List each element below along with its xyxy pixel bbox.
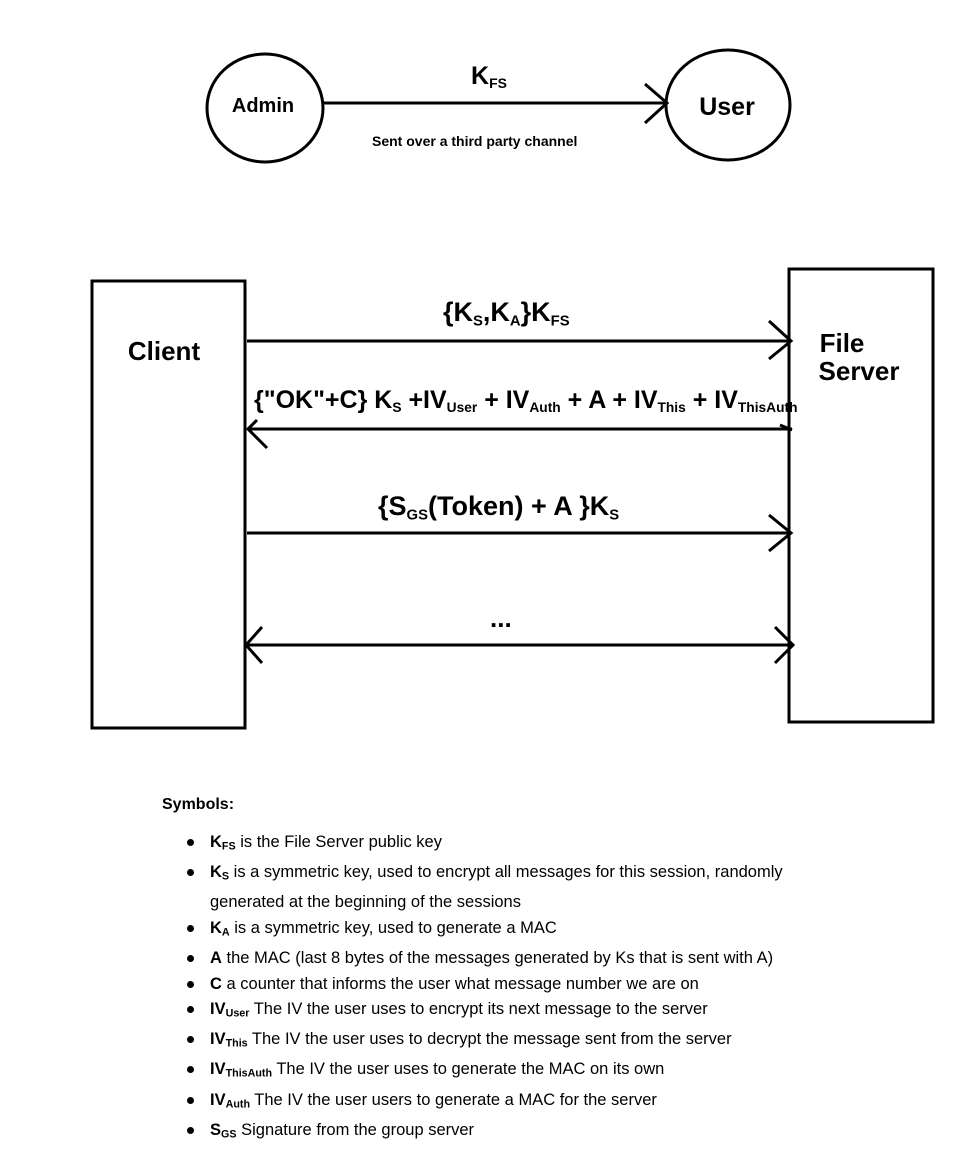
symbol-item-sgs: SGS Signature from the group server — [185, 1118, 830, 1148]
msg3-arrowhead — [768, 513, 794, 553]
symbol-item-a: A the MAC (last 8 bytes of the messages … — [185, 946, 830, 972]
symbol-item-iv-user: IVUser The IV the user uses to encrypt i… — [185, 997, 830, 1027]
msg4-left-arrowhead — [243, 626, 264, 664]
symbol-item-ks: KS is a symmetric key, used to encrypt a… — [185, 860, 830, 916]
msg1-label: {KS,KA}KFS — [443, 297, 570, 330]
msg2-tick — [779, 423, 793, 432]
symbol-item-iv-auth: IVAuth The IV the user users to generate… — [185, 1088, 830, 1118]
admin-to-user-arrowhead — [643, 82, 670, 125]
symbols-list: KFS is the File Server public key KS is … — [185, 830, 830, 1148]
msg2-arrowhead — [245, 418, 269, 450]
symbols-title: Symbols: — [162, 796, 235, 813]
user-label: User — [699, 93, 755, 121]
file-server-label-line2: Server — [819, 356, 900, 386]
msg4-label: ... — [490, 603, 512, 633]
msg4-right-arrowhead — [773, 625, 796, 665]
symbol-item-kfs: KFS is the File Server public key — [185, 830, 830, 860]
client-label: Client — [128, 336, 201, 366]
file-server-box — [787, 267, 935, 724]
symbol-item-c: C a counter that informs the user what m… — [185, 972, 830, 998]
channel-note: Sent over a third party channel — [372, 133, 578, 149]
symbol-item-iv-thisauth: IVThisAuth The IV the user uses to gener… — [185, 1057, 830, 1087]
msg1-arrowhead — [767, 319, 794, 361]
symbol-item-iv-this: IVThis The IV the user uses to decrypt t… — [185, 1027, 830, 1057]
file-server-label-line1: File — [820, 328, 865, 358]
kfs-arrow-label: KFS — [471, 62, 507, 92]
msg3-label: {SGS(Token) + A }KS — [378, 491, 620, 524]
msg2-label: {"OK"+C} KS +IVUser + IVAuth + A + IVThi… — [254, 386, 798, 416]
admin-node — [205, 52, 325, 164]
client-box — [90, 279, 247, 730]
admin-label: Admin — [232, 95, 294, 117]
symbol-item-ka: KA is a symmetric key, used to generate … — [185, 916, 830, 946]
